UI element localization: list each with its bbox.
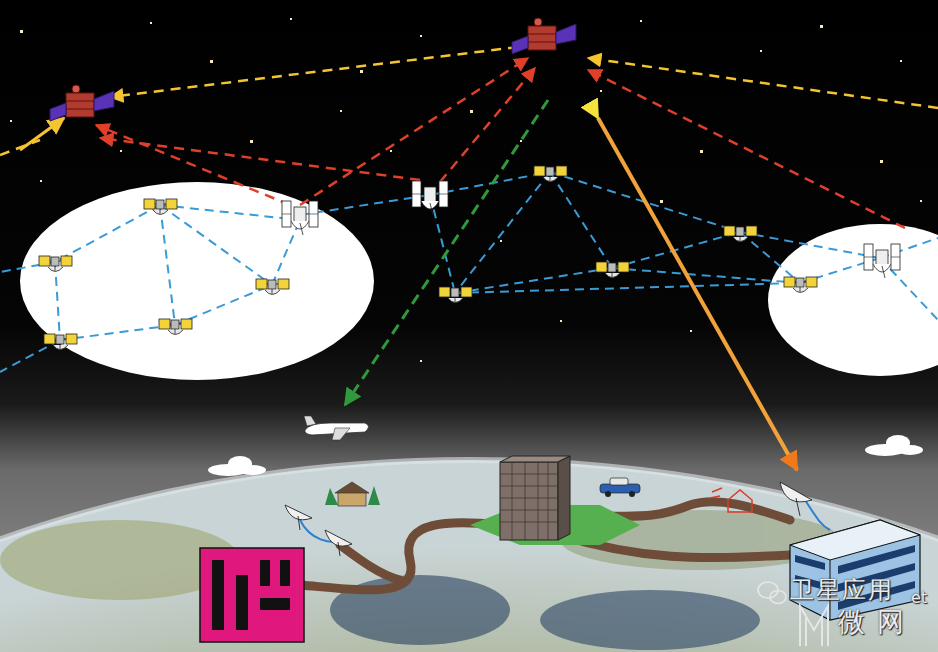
earth	[0, 460, 938, 652]
office-tower	[500, 456, 570, 540]
crosslink-arrows	[0, 47, 938, 155]
land-patches	[0, 510, 840, 650]
satellites	[39, 18, 900, 350]
watermark-text: 微网	[838, 607, 916, 637]
watermark-text: 卫星应用	[790, 577, 894, 603]
ground-station-building	[790, 520, 920, 620]
crosslink-arrow	[20, 118, 64, 150]
ground-link-arrow	[598, 118, 797, 470]
network-zone	[768, 224, 938, 376]
cloud	[865, 435, 923, 456]
pink-building	[200, 548, 304, 642]
red-house	[710, 488, 752, 512]
satellite-links	[0, 172, 938, 372]
downlink-arrow	[345, 100, 548, 405]
house	[325, 482, 380, 506]
airplane	[304, 416, 369, 440]
cloud	[208, 456, 266, 476]
wechat-icon	[758, 582, 786, 604]
car	[600, 478, 640, 497]
dish-antennas	[285, 482, 812, 556]
site-logo	[800, 606, 828, 646]
uplink-arrows	[96, 58, 905, 228]
horizon-glow	[0, 460, 938, 652]
watermark-fragment: et	[911, 589, 927, 607]
